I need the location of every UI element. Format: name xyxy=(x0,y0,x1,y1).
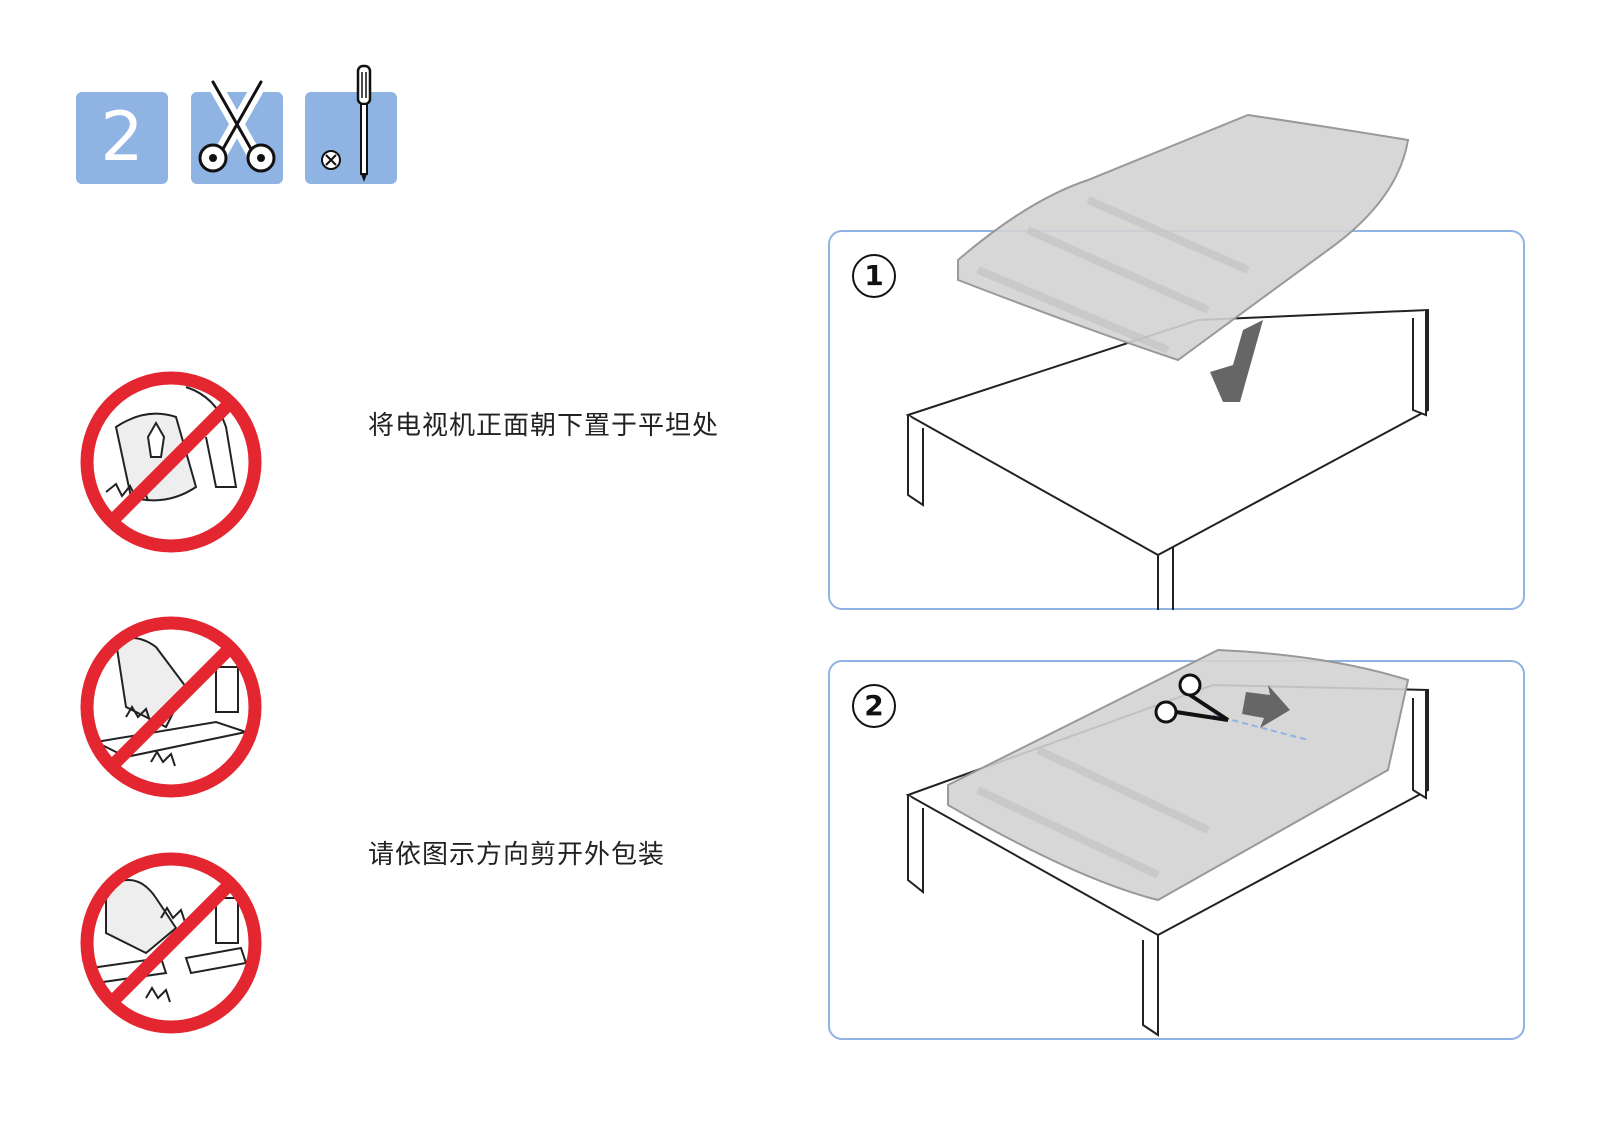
screwdriver-tool-box xyxy=(305,92,397,184)
cut-packaging-illustration xyxy=(828,640,1525,1040)
step1-instruction: 将电视机正面朝下置于平坦处 xyxy=(368,405,719,442)
no-knife-cutting-icon xyxy=(76,367,266,557)
step-number: 2 xyxy=(100,98,143,177)
tv-on-table-illustration xyxy=(828,110,1525,610)
no-pressing-panel-icon xyxy=(76,848,266,1038)
scissors-icon xyxy=(191,72,283,182)
screwdriver-icon xyxy=(305,64,397,184)
scissors-tool-box xyxy=(191,92,283,184)
no-pressing-screen-icon xyxy=(76,612,266,802)
step2-instruction: 请依图示方向剪开外包装 xyxy=(368,834,665,871)
panel-2-number: 2 xyxy=(852,684,896,728)
panel-1-number: 1 xyxy=(852,254,896,298)
step-number-badge: 2 xyxy=(76,92,168,184)
